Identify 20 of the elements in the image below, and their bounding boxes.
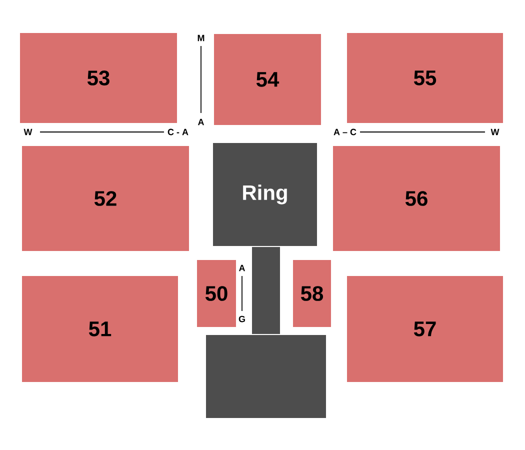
seating-section: 58 bbox=[293, 260, 331, 327]
seating-section: 54 bbox=[214, 34, 321, 125]
row-letter: A bbox=[198, 118, 204, 126]
seating-section: 56 bbox=[333, 146, 500, 251]
row-letter: A – C bbox=[334, 128, 356, 136]
walkway bbox=[252, 247, 280, 334]
seating-section: 53 bbox=[20, 33, 177, 123]
row-letter: C - A bbox=[168, 128, 188, 136]
seating-section: 57 bbox=[347, 276, 503, 382]
seating-section: 55 bbox=[347, 33, 503, 123]
stage bbox=[206, 335, 326, 418]
seating-section: 51 bbox=[22, 276, 178, 382]
seating-section: 50 bbox=[197, 260, 236, 327]
seating-section: 52 bbox=[22, 146, 189, 251]
ring: Ring bbox=[213, 143, 317, 246]
row-letter: W bbox=[490, 128, 500, 136]
row-letter: A bbox=[238, 264, 245, 272]
row-letter: G bbox=[238, 316, 245, 322]
row-letter: M bbox=[198, 34, 204, 42]
row-letter: W bbox=[24, 128, 32, 136]
